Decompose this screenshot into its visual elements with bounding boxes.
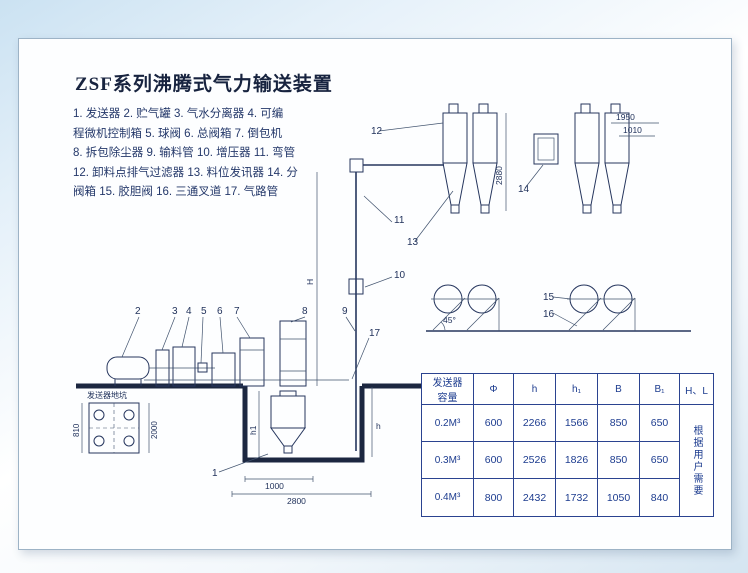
header-capacity-line1: 发送器 (432, 378, 463, 389)
ground-and-pit (76, 383, 426, 463)
piping (144, 158, 444, 451)
cell-h1: 1566 (555, 404, 598, 442)
header-HL: H、L (679, 373, 714, 405)
control-cabinet (172, 346, 196, 387)
header-h: h (513, 373, 556, 405)
part-label-17: 17 (369, 328, 381, 339)
dim-810: 810 (72, 423, 81, 437)
cell-h: 2432 (513, 478, 556, 517)
cell-note: 根据用户需要 (679, 404, 714, 517)
part-label-15: 15 (543, 292, 555, 303)
sender-vessel (270, 390, 306, 454)
dim-2000: 2000 (150, 421, 159, 439)
pit-plan-view (81, 402, 150, 454)
bag-dumper (239, 337, 265, 387)
cell-B: 850 (597, 441, 640, 479)
dim-H: H (305, 279, 315, 285)
dim-h: h (376, 421, 381, 431)
header-capacity: 发送器 容量 (421, 373, 474, 405)
cell-h1: 1826 (555, 441, 598, 479)
part-label-5: 5 (201, 306, 207, 317)
cell-h1: 1732 (555, 478, 598, 517)
cyclone-group-b (574, 103, 630, 214)
leader-lines (121, 122, 578, 473)
spec-table: 发送器 容量 Φ h h₁ B B₁ H、L 0.2M³ 600 2266 15… (421, 373, 714, 517)
legend-line: 程微机控制箱 5. 球阀 6. 总阀箱 7. 倒包机 (73, 127, 282, 140)
part-label-12: 12 (371, 126, 383, 137)
cell-B1: 650 (639, 441, 680, 479)
cell-B: 850 (597, 404, 640, 442)
header-phi: Φ (473, 373, 514, 405)
dimension-lines (231, 113, 659, 497)
part-label-2: 2 (135, 306, 141, 317)
legend-line: 阀箱 15. 胶胆阀 16. 三通叉道 17. 气路管 (73, 186, 279, 198)
dim-1950: 1950 (616, 112, 635, 122)
dimension-labels: H h1 h 1000 2800 2880 1950 1010 810 2000… (72, 112, 642, 506)
part-label-3: 3 (172, 306, 178, 317)
parts-legend: 1. 发送器 2. 贮气罐 3. 气水分离器 4. 可编 程微机控制箱 5. 球… (73, 105, 323, 203)
equipment-row (106, 320, 307, 387)
table-row: 0.2M³ 600 2266 1566 850 650 根据用户需要 (421, 404, 714, 517)
part-label-9: 9 (342, 306, 348, 317)
page-title: ZSF系列沸腾式气力输送装置 (75, 74, 333, 95)
part-label-1: 1 (212, 468, 218, 479)
part-label-13: 13 (407, 237, 419, 248)
cell-B: 1050 (597, 478, 640, 517)
table-row: 0.4M³ 800 2432 1732 1050 840 (421, 478, 714, 517)
legend-line: 1. 发送器 2. 贮气罐 3. 气水分离器 4. 可编 (73, 108, 284, 120)
dim-h1: h1 (248, 425, 258, 435)
cell-phi: 800 (473, 478, 514, 517)
part-label-6: 6 (217, 306, 223, 317)
dim-1010: 1010 (623, 125, 642, 135)
distribution-valve-box (533, 133, 559, 165)
dim-2880: 2880 (494, 166, 504, 185)
pneumatic-conveyor-diagram: 1 2 3 4 5 6 7 8 9 10 11 12 13 14 15 16 1… (72, 103, 691, 506)
part-label-4: 4 (186, 306, 192, 317)
dim-1000: 1000 (265, 481, 284, 491)
part-label-10: 10 (394, 270, 406, 281)
cyclone-group-a (442, 103, 498, 214)
booster (348, 278, 364, 295)
part-label-16: 16 (543, 309, 555, 320)
valve-box (211, 352, 236, 387)
cell-B1: 650 (639, 404, 680, 442)
cell-phi: 600 (473, 441, 514, 479)
legend-line: 8. 拆包除尘器 9. 输料管 10. 增压器 11. 弯管 (73, 147, 296, 159)
part-label-11: 11 (394, 215, 405, 226)
header-capacity-line2: 容量 (437, 393, 458, 404)
cell-capacity: 0.3M³ (421, 441, 474, 479)
elbow (349, 158, 364, 173)
branch-plan-view (426, 284, 691, 332)
air-tank (106, 356, 150, 380)
header-B1: B₁ (639, 373, 680, 405)
header-B: B (597, 373, 640, 405)
ball-valve (197, 362, 208, 373)
header-h1: h₁ (555, 373, 598, 405)
cell-phi: 600 (473, 404, 514, 442)
cell-h: 2266 (513, 404, 556, 442)
part-label-14: 14 (518, 184, 530, 195)
part-label-8: 8 (302, 306, 308, 317)
table-row: 0.3M³ 600 2526 1826 850 650 (421, 441, 714, 479)
cell-capacity: 0.4M³ (421, 478, 474, 517)
cell-h: 2526 (513, 441, 556, 479)
cell-capacity: 0.2M³ (421, 404, 474, 442)
bag-dust-collector (279, 320, 307, 387)
pit-plan-label: 发送器地坑 (87, 390, 127, 400)
part-number-labels: 1 2 3 4 5 6 7 8 9 10 11 12 13 14 15 16 1… (135, 126, 555, 479)
cell-B1: 840 (639, 478, 680, 517)
dim-45deg: 45° (443, 315, 456, 325)
note-text: 根据用户需要 (691, 424, 702, 497)
dim-2800: 2800 (287, 496, 306, 506)
legend-line: 12. 卸料点排气过滤器 13. 料位发讯器 14. 分 (73, 166, 298, 179)
drawing-sheet: ZSF系列沸腾式气力输送装置 1. 发送器 2. 贮气罐 3. 气水分离器 4.… (18, 38, 732, 550)
part-label-7: 7 (234, 306, 240, 317)
